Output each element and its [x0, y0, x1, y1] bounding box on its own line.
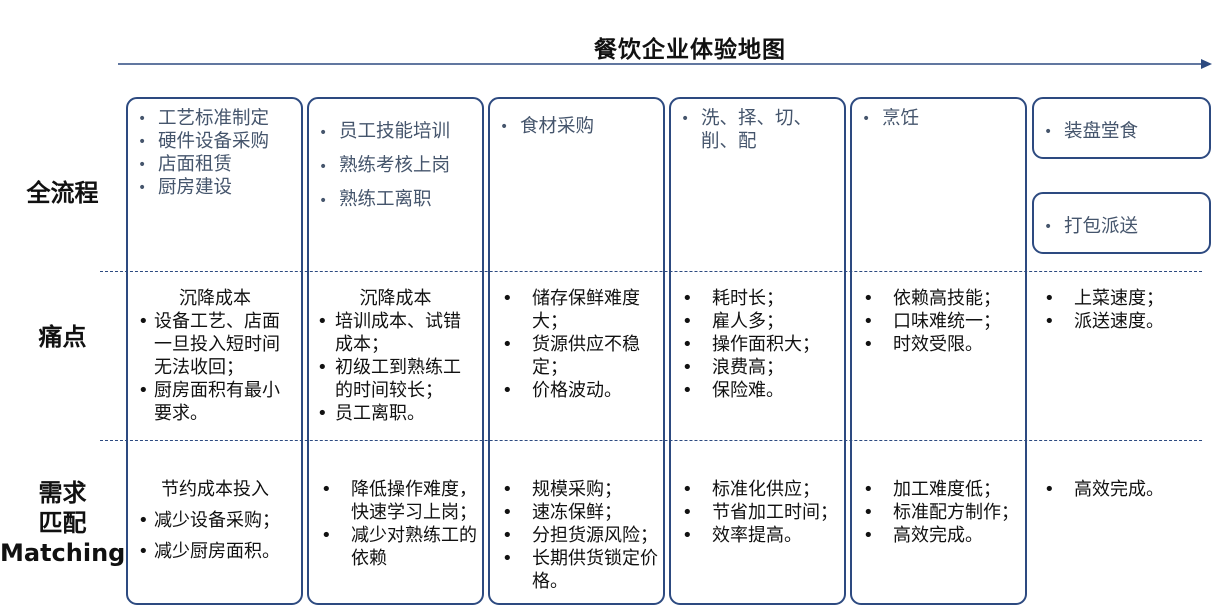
need-cell-4: 标准化供应； 节省加工时间； 效率提高。 — [672, 478, 844, 547]
list-item: 价格波动。 — [492, 379, 662, 402]
list-item: 初级工到熟练工的时间较长； — [313, 356, 478, 402]
list-item: 浪费高； — [672, 356, 842, 379]
list-item: 员工离职。 — [313, 402, 478, 425]
need-cell-5: 加工难度低； 标准配方制作； 高效完成。 — [853, 478, 1025, 547]
list-item: 硬件设备采购 — [134, 130, 299, 154]
list-item: 降低操作难度，快速学习上岗； — [311, 478, 481, 524]
list-item: 储存保鲜难度大； — [492, 287, 662, 333]
divider-need — [100, 440, 1202, 441]
list-item: 速冻保鲜； — [492, 501, 662, 524]
process-cell-5: 烹饪 — [858, 107, 1023, 131]
column-box-6-top — [1032, 97, 1211, 159]
column-box-5 — [850, 97, 1027, 605]
page-title: 餐饮企业体验地图 — [594, 37, 786, 63]
pain-cell-6: 上菜速度； 派送速度。 — [1034, 287, 1209, 333]
pain-cell-2: 沉降成本 培训成本、试错成本； 初级工到熟练工的时间较长； 员工离职。 — [313, 287, 478, 425]
list-item: 规模采购； — [492, 478, 662, 501]
pain-cell-3: 储存保鲜难度大； 货源供应不稳定； 价格波动。 — [492, 287, 662, 402]
list-item: 减少设备采购； — [134, 509, 296, 532]
column-box-1 — [126, 97, 303, 605]
list-item: 雇人多； — [672, 310, 842, 333]
list-item: 加工难度低； — [853, 478, 1025, 501]
list-item: 设备工艺、店面一旦投入短时间无法收回； — [134, 310, 296, 379]
list-item: 货源供应不稳定； — [492, 333, 662, 379]
list-item: 打包派送 — [1040, 215, 1205, 239]
list-item: 耗时长； — [672, 287, 842, 310]
column-box-6-bottom — [1032, 192, 1211, 254]
need-cell-1: 节约成本投入 减少设备采购； 减少厨房面积。 — [134, 478, 296, 563]
need-cell-2: 降低操作难度，快速学习上岗； 减少对熟练工的依赖 — [311, 478, 481, 570]
list-item: 标准配方制作； — [853, 501, 1025, 524]
column-box-2 — [307, 97, 484, 605]
list-item: 高效完成。 — [1034, 478, 1209, 501]
list-item: 操作面积大； — [672, 333, 842, 356]
need-cell-6: 高效完成。 — [1034, 478, 1209, 501]
list-item: 依赖高技能； — [853, 287, 1023, 310]
list-item: 减少对熟练工的依赖 — [311, 524, 481, 570]
list-item: 派送速度。 — [1034, 310, 1209, 333]
list-item: 效率提高。 — [672, 524, 844, 547]
process-cell-6-bottom: 打包派送 — [1040, 215, 1205, 239]
list-item: 减少厨房面积。 — [134, 540, 296, 563]
list-item: 长期供货锁定价格。 — [492, 547, 662, 593]
row-label-need-line-2: 匹配 — [38, 509, 87, 537]
list-item: 洗、择、切、削、配 — [677, 107, 822, 153]
list-item: 熟练考核上岗 — [315, 149, 480, 184]
pain-cell-4: 耗时长； 雇人多； 操作面积大； 浪费高； 保险难。 — [672, 287, 842, 402]
list-item: 装盘堂食 — [1040, 120, 1205, 144]
pain-header: 沉降成本 — [359, 288, 432, 309]
row-label-pain: 痛点 — [38, 323, 87, 351]
list-item: 口味难统一； — [853, 310, 1023, 333]
timeline-arrow — [118, 59, 1212, 69]
row-label-process: 全流程 — [26, 179, 99, 207]
list-item: 食材采购 — [496, 115, 661, 139]
list-item: 高效完成。 — [853, 524, 1025, 547]
list-item: 厨房建设 — [134, 176, 299, 200]
list-item: 上菜速度； — [1034, 287, 1209, 310]
list-item: 员工技能培训 — [315, 115, 480, 150]
list-item: 熟练工离职 — [315, 183, 480, 218]
pain-cell-1: 沉降成本 设备工艺、店面一旦投入短时间无法收回； 厨房面积有最小要求。 — [134, 287, 296, 425]
list-item: 节省加工时间； — [672, 501, 844, 524]
row-label-need-line-1: 需求 — [38, 479, 87, 507]
list-item: 保险难。 — [672, 379, 842, 402]
list-item: 时效受限。 — [853, 333, 1023, 356]
process-cell-3: 食材采购 — [496, 115, 661, 139]
list-item: 厨房面积有最小要求。 — [134, 379, 296, 425]
list-item: 烹饪 — [858, 107, 1023, 131]
list-item: 培训成本、试错成本； — [313, 310, 478, 356]
need-header: 节约成本投入 — [161, 479, 269, 500]
list-item: 分担货源风险； — [492, 524, 662, 547]
divider-pain — [100, 271, 1202, 272]
need-cell-3: 规模采购； 速冻保鲜； 分担货源风险； 长期供货锁定价格。 — [492, 478, 662, 593]
column-box-4 — [669, 97, 846, 605]
row-label-need: 需求 匹配 Matching — [0, 478, 125, 568]
list-item: 工艺标准制定 — [134, 107, 299, 131]
process-cell-1: 工艺标准制定 硬件设备采购 店面租赁 厨房建设 — [134, 107, 299, 200]
pain-cell-5: 依赖高技能； 口味难统一； 时效受限。 — [853, 287, 1023, 356]
row-label-need-line-3: Matching — [0, 539, 126, 567]
column-box-3 — [488, 97, 665, 605]
pain-header: 沉降成本 — [179, 288, 251, 309]
process-cell-2: 员工技能培训 熟练考核上岗 熟练工离职 — [315, 115, 480, 218]
list-item: 店面租赁 — [134, 153, 299, 177]
process-cell-6-top: 装盘堂食 — [1040, 120, 1205, 144]
process-cell-4: 洗、择、切、削、配 — [677, 107, 822, 153]
list-item: 标准化供应； — [672, 478, 844, 501]
